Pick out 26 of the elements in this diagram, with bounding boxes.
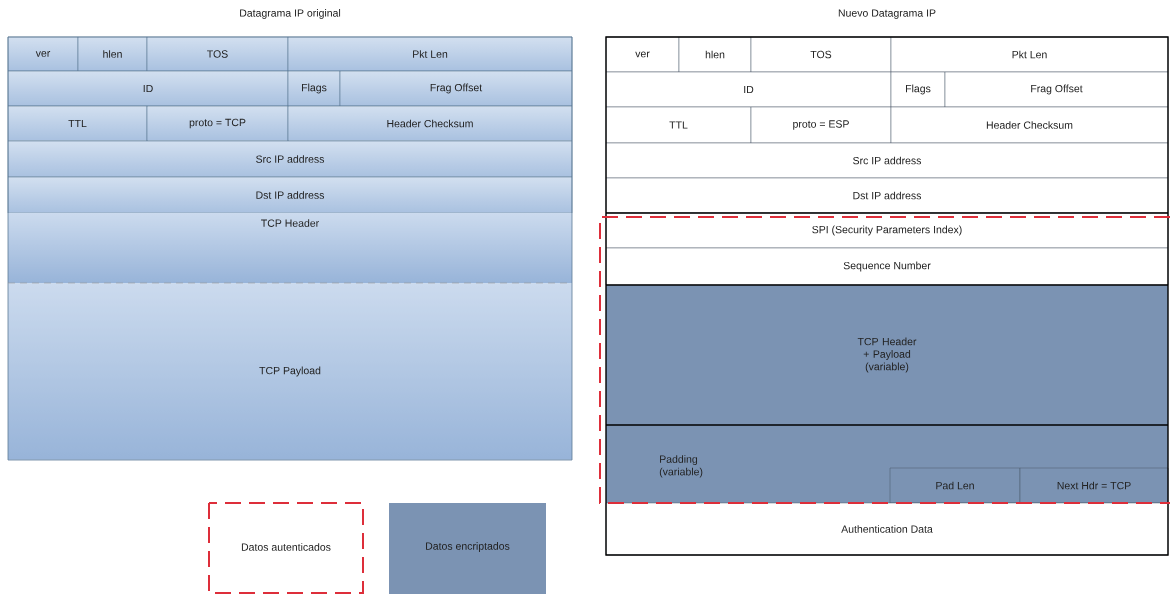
header-field: TTL: [7, 105, 148, 142]
datagram-section: TCP Header: [261, 219, 319, 227]
header-field: Sequence Number: [605, 247, 1169, 286]
header-field: proto = TCP: [146, 105, 289, 142]
datagram-section: TCP Payload: [259, 366, 321, 377]
legend-label: Datos autenticados: [241, 543, 331, 551]
header-field: proto = ESP: [750, 106, 892, 144]
node-label: Nuevo Datagrama IP: [838, 9, 936, 19]
header-field: Flags: [890, 71, 946, 108]
node-label: TCP Header + Payload (variable): [857, 337, 917, 373]
header-field: hlen: [678, 36, 752, 73]
header-field: hlen: [77, 36, 148, 72]
header-field: Dst IP address: [605, 177, 1169, 214]
header-field: ver: [7, 36, 79, 72]
header-field: TTL: [605, 106, 752, 144]
header-field: Authentication Data: [605, 502, 1169, 556]
encrypted-section: TCP Header + Payload (variable): [606, 285, 1168, 425]
header-field: Flags: [287, 70, 341, 107]
node-label: Padding (variable): [659, 455, 703, 478]
header-field: SPI (Security Parameters Index): [605, 212, 1169, 249]
header-field: Pad Len: [889, 467, 1021, 504]
header-field: TOS: [750, 36, 892, 73]
legend-label: Datos encriptados: [426, 542, 510, 552]
header-field: Dst IP address: [7, 176, 573, 214]
node-label: Datagrama IP original: [240, 9, 341, 19]
header-field: Next Hdr = TCP: [1019, 467, 1169, 504]
